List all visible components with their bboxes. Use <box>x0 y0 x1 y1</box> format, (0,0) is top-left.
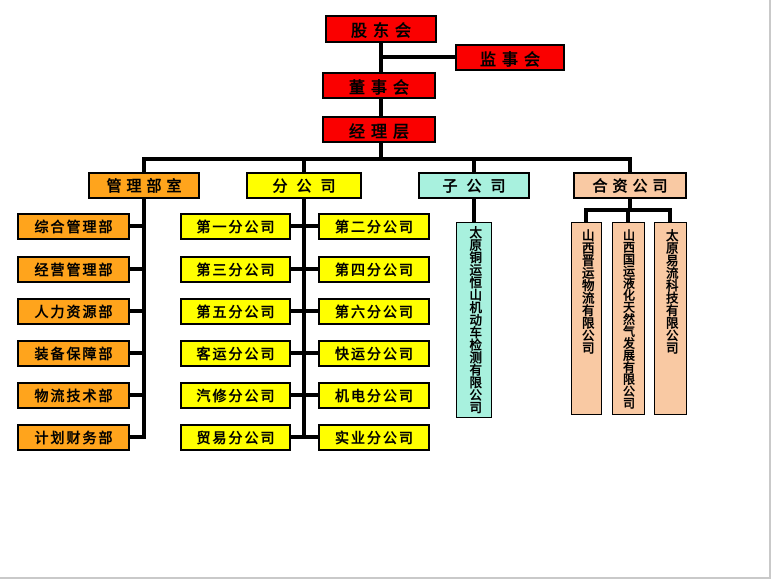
management-departments-header: 管理部室 <box>88 172 200 199</box>
dept-box: 人力资源部 <box>17 298 130 325</box>
branch-box: 第五分公司 <box>180 298 291 325</box>
branch-box: 第一分公司 <box>180 213 291 240</box>
dept-box: 经营管理部 <box>17 256 130 283</box>
joint-ventures-header: 合资公司 <box>573 172 687 199</box>
joint-venture-box: 太原易流科技有限公司 <box>654 222 687 415</box>
branch-box: 第三分公司 <box>180 256 291 283</box>
shareholders-meeting-box: 股东会 <box>325 15 437 43</box>
dept-box: 计划财务部 <box>17 424 130 451</box>
branch-box: 快运分公司 <box>318 340 430 367</box>
branch-box: 第四分公司 <box>318 256 430 283</box>
joint-venture-box: 山西国运液化天然气发展有限公司 <box>612 222 645 415</box>
executive-level-box: 经理层 <box>322 116 436 143</box>
branch-box: 第六分公司 <box>318 298 430 325</box>
board-of-directors-box: 董事会 <box>322 72 436 99</box>
subsidiaries-header: 子公司 <box>418 172 530 199</box>
supervisory-board-box: 监事会 <box>455 44 565 71</box>
joint-venture-box: 山西晋运物流有限公司 <box>571 222 602 415</box>
branch-box: 机电分公司 <box>318 382 430 409</box>
branch-companies-header: 分公司 <box>246 172 362 199</box>
branch-box: 贸易分公司 <box>180 424 291 451</box>
dept-box: 综合管理部 <box>17 213 130 240</box>
dept-box: 装备保障部 <box>17 340 130 367</box>
branch-box: 实业分公司 <box>318 424 430 451</box>
subsidiary-box: 太原铜运恒山机动车检测有限公司 <box>456 222 492 418</box>
branch-box: 客运分公司 <box>180 340 291 367</box>
branch-box: 第二分公司 <box>318 213 430 240</box>
dept-box: 物流技术部 <box>17 382 130 409</box>
branch-box: 汽修分公司 <box>180 382 291 409</box>
